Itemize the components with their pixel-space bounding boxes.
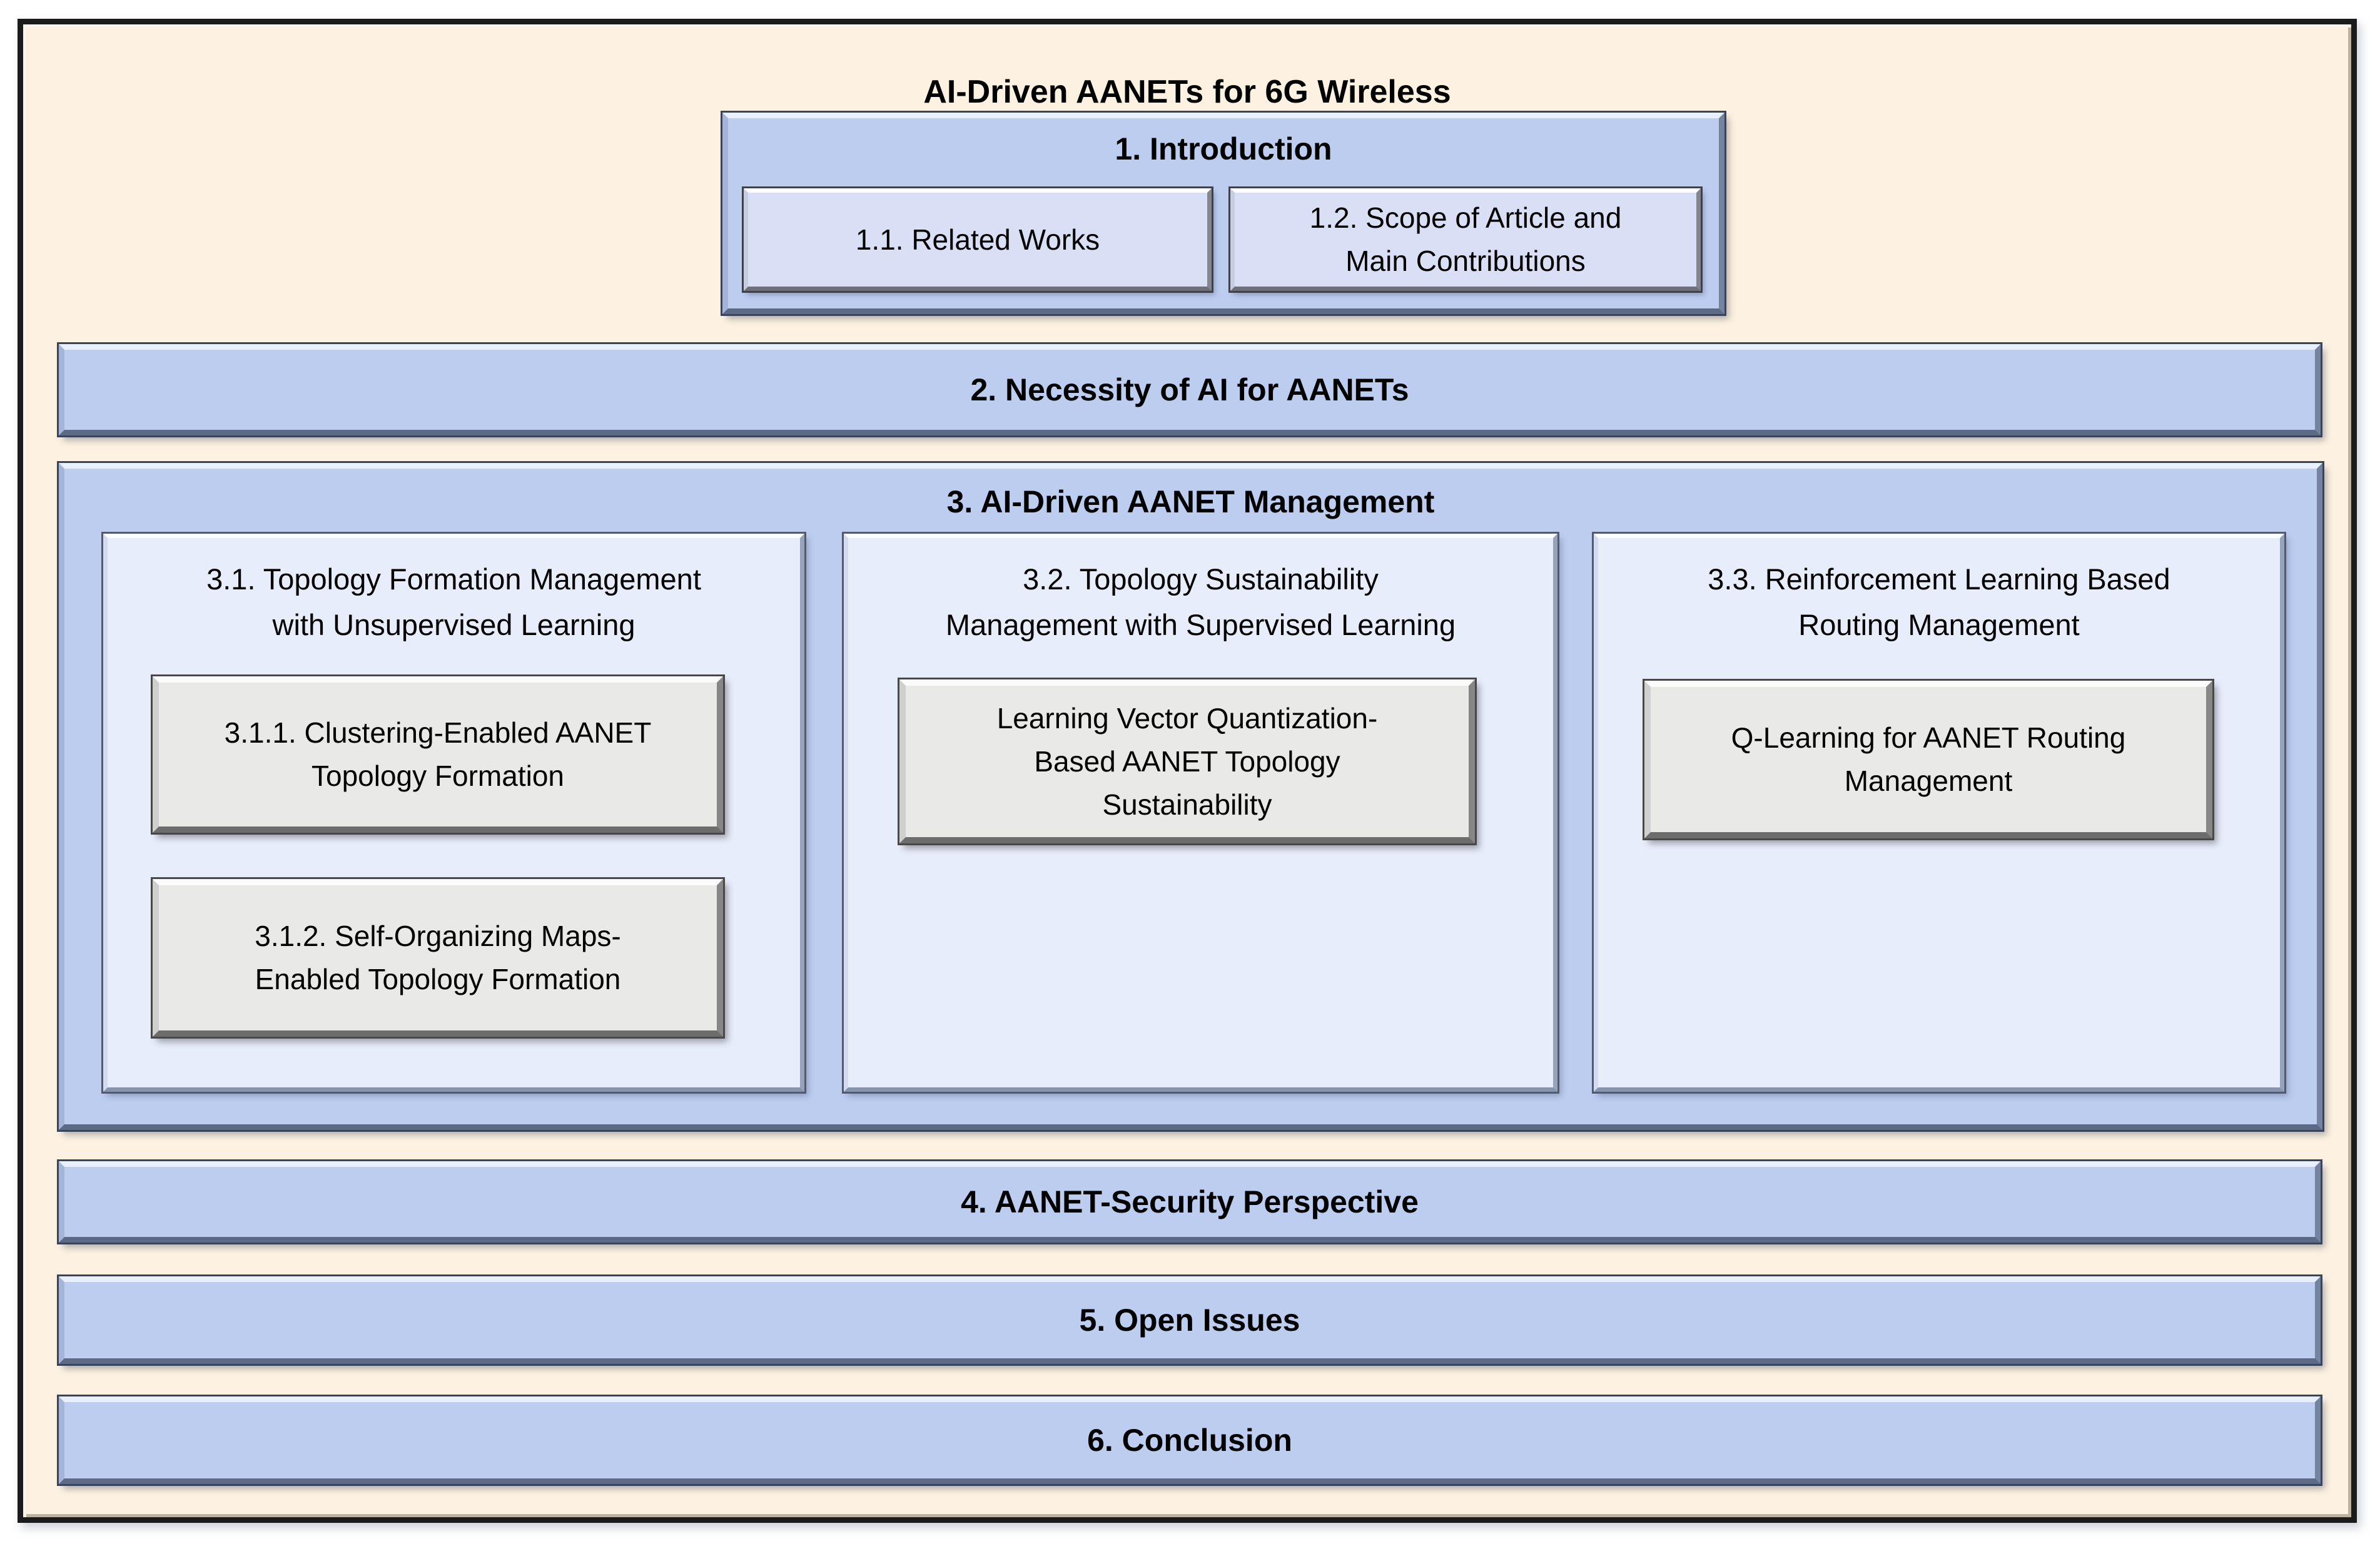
column-topology-sustainability: 3.2. Topology Sustainability Management … [842,532,1559,1094]
section-management: 3. AI-Driven AANET Management 3.1. Topol… [57,461,2324,1132]
column-rl-routing-heading: 3.3. Reinforcement Learning Based Routin… [1708,562,2170,641]
diagram-frame: AI-Driven AANETs for 6G Wireless 1. Intr… [18,19,2357,1523]
subsection-scope-contributions: 1.2. Scope of Article and Main Contribut… [1228,186,1703,293]
subsection-related-works-label: 1.1. Related Works [855,223,1100,256]
section-necessity-bar: 2. Necessity of AI for AANETs [57,342,2322,437]
section-open-issues-label: 5. Open Issues [1079,1302,1300,1338]
section-introduction-heading: 1. Introduction [1115,131,1332,166]
section-security-label: 4. AANET-Security Perspective [961,1184,1419,1219]
section-security-bar: 4. AANET-Security Perspective [57,1159,2322,1244]
column-topology-sustainability-heading: 3.2. Topology Sustainability Management … [945,562,1456,641]
box-qlearning-routing: Q-Learning for AANET Routing Management [1643,679,2214,840]
section-open-issues-bar: 5. Open Issues [57,1274,2322,1366]
subsection-related-works: 1.1. Related Works [742,186,1213,293]
subsection-scope-contributions-label: 1.2. Scope of Article and Main Contribut… [1309,201,1622,277]
box-lvq-sustainability: Learning Vector Quantization- Based AANE… [898,678,1477,845]
box-clustering-topology-label: 3.1.1. Clustering-Enabled AANET Topology… [224,716,652,792]
section-necessity-label: 2. Necessity of AI for AANETs [970,372,1409,407]
section-conclusion-label: 6. Conclusion [1087,1422,1292,1458]
box-clustering-topology: 3.1.1. Clustering-Enabled AANET Topology… [151,674,725,835]
box-qlearning-routing-label: Q-Learning for AANET Routing Management [1731,721,2126,797]
column-topology-formation-heading: 3.1. Topology Formation Management with … [206,562,701,641]
section-conclusion-bar: 6. Conclusion [57,1395,2322,1486]
column-rl-routing: 3.3. Reinforcement Learning Based Routin… [1592,532,2286,1094]
column-topology-formation: 3.1. Topology Formation Management with … [101,532,806,1094]
section-management-heading: 3. AI-Driven AANET Management [946,484,1435,519]
box-som-topology-label: 3.1.2. Self-Organizing Maps- Enabled Top… [255,920,621,995]
box-lvq-sustainability-label: Learning Vector Quantization- Based AANE… [996,701,1378,821]
section-introduction: 1. Introduction 1.1. Related Works 1.2. … [721,111,1726,316]
page-title: AI-Driven AANETs for 6G Wireless [923,74,1451,110]
box-som-topology: 3.1.2. Self-Organizing Maps- Enabled Top… [151,877,725,1039]
